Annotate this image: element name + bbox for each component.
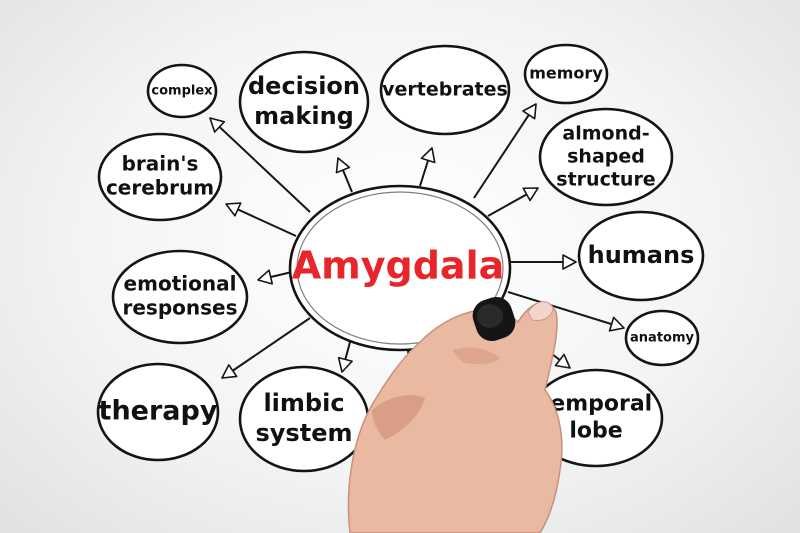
arrowhead-icon (608, 316, 625, 332)
node-label-line: decision (248, 72, 360, 100)
node-bubble (523, 43, 609, 105)
node-label-line: lobe (569, 419, 622, 444)
node-therapy: therapy (96, 362, 220, 462)
arrowhead-icon (221, 364, 238, 379)
node-label-line: cerebrum (106, 176, 214, 200)
node-label-line: vertebrates (382, 79, 508, 101)
node-label-line: limbic (263, 389, 344, 417)
arrowhead-icon (225, 202, 242, 217)
node-memory: memory (523, 43, 609, 105)
node-bubble (97, 132, 223, 222)
node-label-line: responses (123, 296, 238, 320)
node-bubble (624, 309, 700, 367)
connector-anatomy (507, 291, 625, 329)
connector-memory (473, 103, 537, 199)
node-vertebrates: vertebrates (379, 44, 511, 136)
node-humans: humans (577, 210, 705, 302)
arrowhead-icon (209, 117, 226, 133)
node-label-line: anatomy (630, 331, 694, 346)
center-bubble-inner-stroke (296, 191, 504, 345)
knuckle-shade (372, 395, 425, 440)
node-bubble (238, 50, 370, 154)
arrowhead-icon (554, 353, 571, 369)
marker-cap-icon (477, 304, 503, 328)
center-node: Amygdala (288, 184, 512, 352)
hand-icon (347, 301, 563, 533)
node-label-line: shaped (567, 146, 645, 168)
node-label-line: making (254, 102, 354, 130)
node-label-line: emotional (124, 272, 237, 296)
node-label-line: complex (151, 84, 213, 99)
arrowhead-icon (562, 254, 577, 270)
node-bubble (538, 107, 674, 207)
center-bubble (288, 184, 512, 352)
node-label-line: structure (556, 169, 655, 191)
node-label-line: therapy (99, 396, 218, 427)
arrowhead-icon (522, 187, 539, 202)
node-bubble (577, 210, 705, 302)
connector-therapy (221, 317, 311, 379)
node-complex: complex (146, 63, 218, 119)
arrowhead-icon (522, 103, 537, 120)
node-label-line: temporal (540, 392, 652, 417)
arrowhead-icon (257, 269, 274, 285)
node-anatomy: anatomy (624, 309, 700, 367)
thumb-nail (527, 301, 554, 321)
node-label-line: humans (588, 241, 695, 269)
arrowhead-icon (337, 356, 353, 373)
node-bubble (96, 362, 220, 462)
node-label-line: brain's (122, 152, 199, 176)
hand-with-marker (347, 297, 563, 533)
connector-complex (209, 117, 311, 213)
center-label: Amygdala (292, 244, 505, 288)
arrowhead-icon (420, 147, 436, 164)
finger-crease (452, 347, 500, 365)
node-label-line: system (256, 419, 353, 447)
node-bubble (379, 44, 511, 136)
node-bubble (111, 249, 249, 345)
arrowhead-icon (335, 157, 351, 174)
node-label-line: almond- (562, 123, 649, 145)
node-bubble (146, 63, 218, 119)
node-label-line: memory (529, 64, 603, 83)
